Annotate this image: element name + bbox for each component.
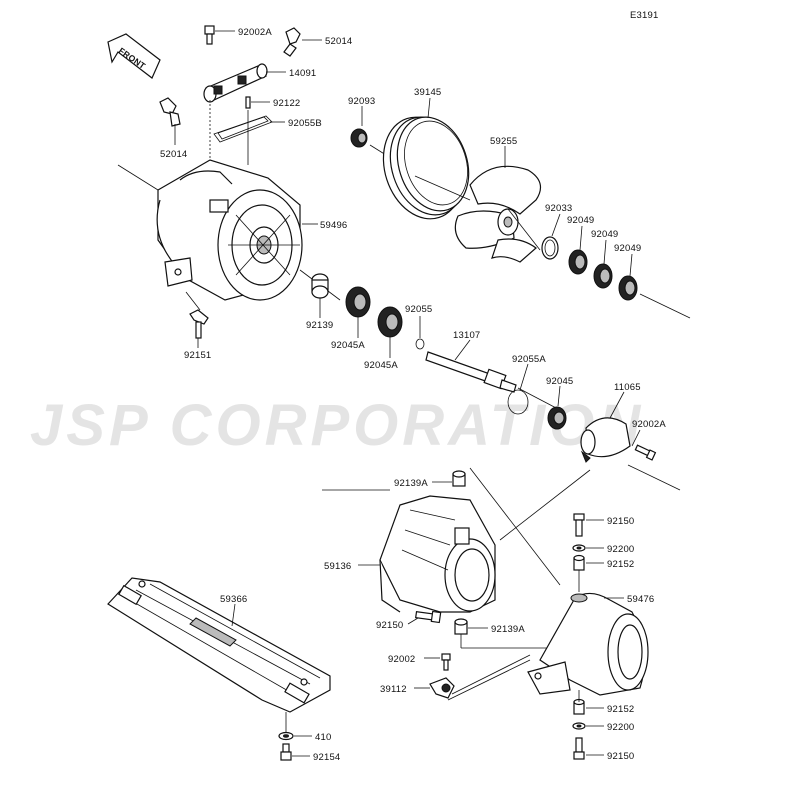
label-11065: 11065	[614, 382, 641, 393]
cap-92093-icon	[350, 128, 368, 148]
bolt-92150-bot-icon	[573, 737, 585, 760]
label-92154: 92154	[313, 752, 340, 763]
label-92200-bot: 92200	[607, 722, 634, 733]
steering-nozzle-59476-icon	[527, 592, 649, 696]
seal-92049-b-icon	[593, 263, 613, 289]
label-59496: 59496	[320, 220, 347, 231]
impeller-59255-icon	[454, 165, 542, 263]
valve-body-14091-icon	[203, 63, 268, 103]
label-92055B: 92055B	[288, 118, 322, 129]
front-arrow-icon: FRONT	[107, 33, 161, 79]
washer-92200-bot-icon	[572, 722, 586, 730]
label-59136: 59136	[324, 561, 351, 572]
bearing-92045A-a-icon	[345, 286, 371, 318]
label-92055: 92055	[405, 304, 432, 315]
watermark: JSP CORPORATION	[30, 393, 644, 458]
label-14091: 14091	[289, 68, 316, 79]
label-92150-top: 92150	[607, 516, 634, 527]
label-92139: 92139	[306, 320, 333, 331]
label-92002A-top: 92002A	[238, 27, 272, 38]
label-92150-bot: 92150	[607, 751, 634, 762]
bolt-92150-top-icon	[573, 513, 585, 537]
bushing-92152-top-icon	[573, 554, 585, 571]
label-92122: 92122	[273, 98, 300, 109]
label-92139A-mid: 92139A	[491, 624, 525, 635]
label-92045: 92045	[546, 376, 573, 387]
plate-59366-icon	[107, 577, 331, 713]
bolt-92002A-right-icon	[634, 444, 657, 461]
bushing-92139A-mid-icon	[454, 618, 468, 635]
bearing-92045-icon	[547, 406, 567, 430]
bolt-92154-icon	[280, 743, 292, 761]
gasket-92055B-icon	[213, 115, 273, 143]
bushing-92139-icon	[311, 273, 329, 299]
label-59366: 59366	[220, 594, 247, 605]
label-39145: 39145	[414, 87, 441, 98]
bearing-92045A-b-icon	[377, 306, 403, 338]
diagram-code: E3191	[630, 10, 658, 21]
label-92055A: 92055A	[512, 354, 546, 365]
label-92093: 92093	[348, 96, 375, 107]
label-39112: 39112	[380, 684, 407, 695]
elbow-fitting-52014-top-icon	[283, 27, 301, 57]
label-92002: 92002	[388, 654, 415, 665]
label-92139A-top: 92139A	[394, 478, 428, 489]
o-ring-92055A-icon	[507, 389, 529, 415]
label-92049-a: 92049	[567, 215, 594, 226]
pump-case-59496-icon	[156, 159, 303, 301]
label-92002A-right: 92002A	[632, 419, 666, 430]
label-92152-top: 92152	[607, 559, 634, 570]
label-92152-bot: 92152	[607, 704, 634, 715]
lever-39112-icon	[429, 677, 455, 699]
pin-92122-icon	[245, 96, 251, 109]
nozzle-59136-icon	[379, 495, 496, 613]
washer-410-icon	[278, 731, 294, 741]
ring-92033-icon	[541, 236, 559, 260]
bolt-92002A-top-icon	[204, 25, 215, 45]
label-92045A-b: 92045A	[364, 360, 398, 371]
o-ring-92055-icon	[415, 338, 425, 350]
label-92150-mid: 92150	[376, 620, 403, 631]
label-59255: 59255	[490, 136, 517, 147]
bolt-92002-icon	[441, 653, 451, 671]
label-410: 410	[315, 732, 331, 743]
bolt-92150-mid-icon	[415, 610, 442, 624]
label-92033: 92033	[545, 203, 572, 214]
cap-11065-icon	[580, 417, 631, 463]
wear-ring-39145-icon	[382, 116, 470, 220]
label-52014-top: 52014	[325, 36, 352, 47]
label-92049-b: 92049	[591, 229, 618, 240]
label-92200-top: 92200	[607, 544, 634, 555]
seal-92049-a-icon	[568, 249, 588, 275]
elbow-fitting-52014-left-icon	[159, 97, 181, 127]
label-59476: 59476	[627, 594, 654, 605]
label-52014-left: 52014	[160, 149, 187, 160]
label-92049-c: 92049	[614, 243, 641, 254]
washer-92200-top-icon	[572, 544, 586, 552]
bolt-92151-icon	[189, 309, 209, 339]
label-13107: 13107	[453, 330, 480, 341]
label-92151: 92151	[184, 350, 211, 361]
label-92045A-a: 92045A	[331, 340, 365, 351]
bushing-92139A-top-icon	[452, 470, 466, 487]
shaft-13107-icon	[425, 351, 517, 393]
seal-92049-c-icon	[618, 275, 638, 301]
